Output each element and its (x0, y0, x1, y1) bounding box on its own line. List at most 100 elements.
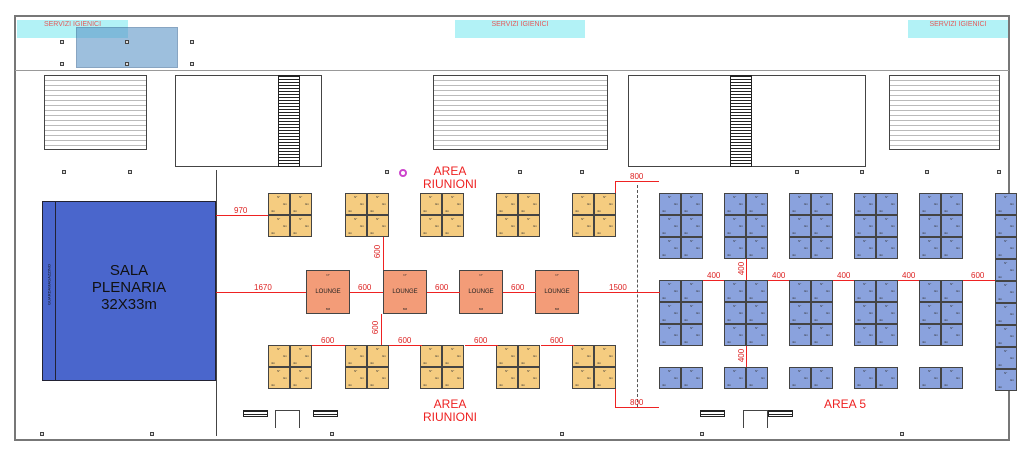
booth-size-label: 4m (532, 376, 537, 380)
pillar (330, 432, 334, 436)
booth-number-label: N° (668, 282, 672, 286)
restroom-zone-center: SERVIZI IGIENICI (455, 20, 585, 38)
booth-number-label: N° (603, 369, 607, 373)
booth-size-label: 4m (499, 231, 504, 235)
booth-size-label: 4m (857, 296, 862, 300)
escalator (278, 75, 300, 167)
booth-number-label: N° (690, 239, 694, 243)
booth-size-label: 4m (825, 202, 830, 206)
pillar (518, 170, 522, 174)
booth-number-label: N° (603, 195, 607, 199)
booth-number-label: N° (326, 273, 330, 277)
booth-size-label: 4m (673, 246, 678, 250)
booth-size-label: 4m (586, 202, 591, 206)
staircase (44, 75, 147, 150)
booth-size-label: 4m (434, 376, 439, 380)
booth-size-label: 4m (803, 311, 808, 315)
booth-size-label: 4m (499, 209, 504, 213)
booth-number-label: N° (277, 369, 281, 373)
booth-number-label: N° (277, 195, 281, 199)
booth-number-label: N° (733, 217, 737, 221)
booth-number-label: N° (429, 195, 433, 199)
booth-size-label: 4m (803, 246, 808, 250)
dimension-line (746, 259, 747, 280)
booth-size-label: 4m (857, 383, 862, 387)
booth-number-label: N° (885, 282, 889, 286)
booth-number-label: N° (820, 217, 824, 221)
booth-size-label: 4m (597, 361, 602, 365)
dimension-line (615, 181, 616, 193)
booth-number-label: N° (451, 195, 455, 199)
booth-size-label: 4m (445, 361, 450, 365)
pillar (150, 432, 154, 436)
dimension-value: 1670 (254, 283, 272, 292)
booth-size-label: 4m (359, 202, 364, 206)
booth-size-label: 4m (814, 383, 819, 387)
booth-size-label: 4m (749, 231, 754, 235)
booth-size-label: 4m (293, 231, 298, 235)
dimension-value: 600 (398, 336, 412, 345)
booth-size-label: 4m (944, 383, 949, 387)
booth-size-label: 4m (575, 361, 580, 365)
booth-number-label: N° (1004, 327, 1008, 331)
booth-number-label: N° (527, 195, 531, 199)
booth-number-label: N° (668, 239, 672, 243)
booth-size-label: 4m (890, 246, 895, 250)
dimension-line (746, 346, 747, 367)
dimension-value: 400 (772, 271, 786, 280)
booth-number-label: N° (820, 239, 824, 243)
turnstile (700, 410, 725, 417)
booth-number-label: N° (429, 369, 433, 373)
booth-number-label: N° (1004, 371, 1008, 375)
booth-size-label: 4m (1009, 224, 1014, 228)
pillar (128, 170, 132, 174)
dimension-line (381, 314, 382, 345)
booth-size-label: 4m (282, 376, 287, 380)
booth-size-label: 4m (890, 311, 895, 315)
booth-number-label: N° (479, 273, 483, 277)
booth-number-label: N° (690, 282, 694, 286)
booth-number-label: N° (299, 217, 303, 221)
booth-number-label: N° (863, 282, 867, 286)
booth-number-label: N° (429, 347, 433, 351)
booth-number-label: N° (555, 273, 559, 277)
location-marker-icon (399, 169, 407, 177)
booth-size-label: 4m (586, 376, 591, 380)
booth-size-label: 4m (673, 311, 678, 315)
booth-size-label: 4m (922, 340, 927, 344)
booth-size-label: 4m (955, 333, 960, 337)
booth-number-label: N° (733, 195, 737, 199)
corridor-dashed-line (637, 185, 638, 407)
booth-size-label: 4m (803, 376, 808, 380)
booth-size-label: 4m (868, 376, 873, 380)
booth-number-label: N° (950, 282, 954, 286)
booth-number-label: N° (451, 217, 455, 221)
booth-size-label: 4m (727, 231, 732, 235)
booth-number-label: N° (820, 326, 824, 330)
pillar (700, 432, 704, 436)
booth-number-label: N° (863, 217, 867, 221)
booth-size-label: 4m (673, 224, 678, 228)
dimension-value: 800 (630, 172, 644, 181)
